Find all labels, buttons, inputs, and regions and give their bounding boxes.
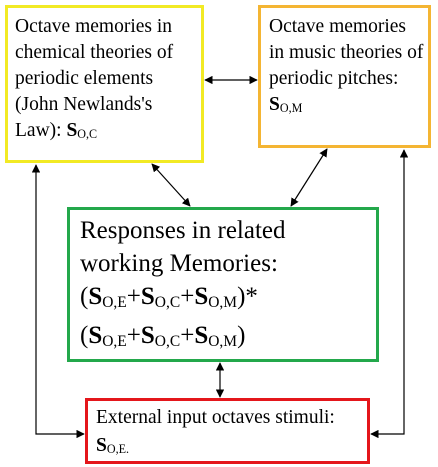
- formula-1-term-2-symbol: S: [140, 283, 155, 310]
- formula-1-term-3-subscript: O,M: [208, 293, 238, 311]
- formula-1-term-3-symbol: S: [194, 283, 209, 310]
- formula-1-term-1-symbol: S: [88, 283, 103, 310]
- responses-working-memories-box: Responses in related working Memories: (…: [67, 207, 379, 362]
- chemical-box-text: Octave memories in chemical theories of …: [15, 16, 174, 141]
- formula-2-close: ): [237, 321, 246, 349]
- formula-1-term-1-subscript: O,E: [102, 293, 127, 311]
- external-symbol: S: [96, 435, 107, 456]
- formula-2-plus-1: +: [126, 321, 141, 349]
- formula-2-plus-2: +: [180, 321, 195, 349]
- music-responses-arrow: [290, 148, 328, 207]
- formula-1-close: )*: [237, 283, 258, 310]
- responses-formula-2: (SO,E+SO,C+SO,M): [80, 319, 370, 358]
- formula-1-term-2-subscript: O,C: [154, 293, 181, 311]
- formula-1-plus-2: +: [180, 283, 195, 310]
- music-octave-memories-box: Octave memories in music theories of per…: [258, 5, 431, 148]
- formula-2-term-2-symbol: S: [140, 321, 155, 349]
- music-symbol: S: [269, 94, 280, 115]
- formula-2-term-3-subscript: O,M: [208, 332, 238, 350]
- chemical-octave-memories-box: Octave memories in chemical theories of …: [5, 5, 204, 163]
- external-subscript: O,E.: [106, 442, 129, 457]
- chemical-subscript: O,C: [77, 127, 98, 142]
- music-subscript: O,M: [279, 101, 303, 116]
- formula-1-plus-1: +: [126, 283, 141, 310]
- external-input-stimuli-box: External input octaves stimuli: SO,E.: [85, 398, 370, 464]
- music-box-text: Octave memories in music theories of per…: [269, 16, 424, 89]
- responses-formula-1: (SO,E+SO,C+SO,M)*: [80, 280, 370, 319]
- formula-2-term-1-symbol: S: [88, 321, 103, 349]
- responses-heading: Responses in related working Memories:: [80, 217, 286, 277]
- formula-2-term-2-subscript: O,C: [154, 332, 181, 350]
- chemical-symbol: S: [66, 120, 78, 141]
- external-box-text: External input octaves stimuli:: [96, 407, 335, 428]
- chem-responses-arrow: [151, 163, 191, 207]
- formula-2-term-3-symbol: S: [194, 321, 209, 349]
- formula-2-term-1-subscript: O,E: [102, 332, 127, 350]
